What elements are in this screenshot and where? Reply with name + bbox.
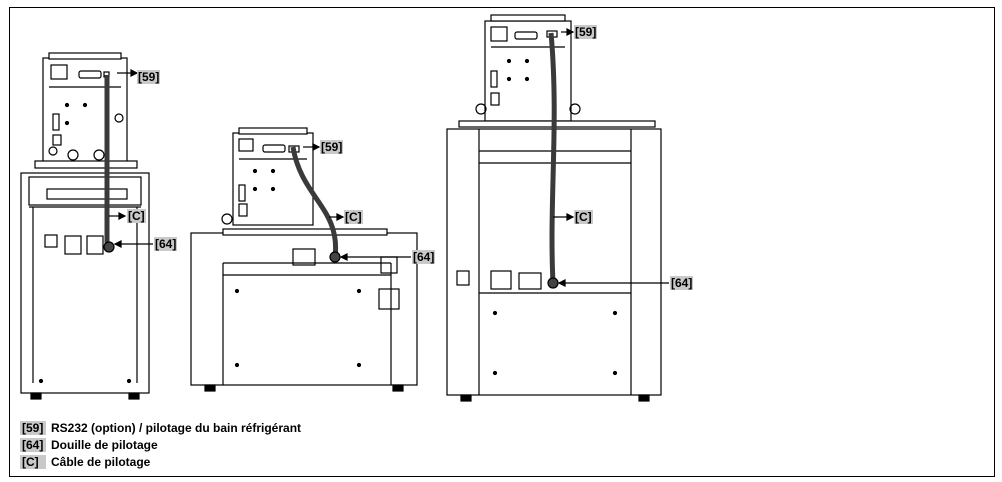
legend-item-c: [C] Câble de pilotage — [20, 453, 301, 470]
legend-text: Câble de pilotage — [51, 454, 151, 469]
unit-middle — [190, 127, 418, 392]
callout-59-middle: [59] — [320, 140, 344, 154]
legend-key: [C] — [20, 454, 46, 469]
callout-59-left: [59] — [137, 70, 161, 84]
legend-key: [59] — [20, 420, 46, 435]
callout-c-right: [C] — [574, 210, 593, 224]
callout-59-right: [59] — [574, 25, 598, 39]
legend-item-64: [64] Douille de pilotage — [20, 436, 301, 453]
legend-text: RS232 (option) / pilotage du bain réfrig… — [51, 420, 302, 435]
legend: [59] RS232 (option) / pilotage du bain r… — [20, 419, 301, 470]
legend-key: [64] — [20, 437, 46, 452]
diagram-frame: [59] [C] [64] [59] [C] [64] [59] [C] [64… — [9, 7, 995, 477]
callout-64-right: [64] — [670, 276, 694, 290]
legend-item-59: [59] RS232 (option) / pilotage du bain r… — [20, 419, 301, 436]
equipment-drawing — [20, 14, 669, 402]
callout-64-middle: [64] — [412, 250, 436, 264]
unit-right — [446, 14, 669, 402]
callout-c-left: [C] — [127, 209, 146, 223]
unit-left — [20, 52, 153, 400]
callout-c-middle: [C] — [344, 210, 363, 224]
callout-64-left: [64] — [154, 237, 178, 251]
legend-text: Douille de pilotage — [51, 437, 158, 452]
